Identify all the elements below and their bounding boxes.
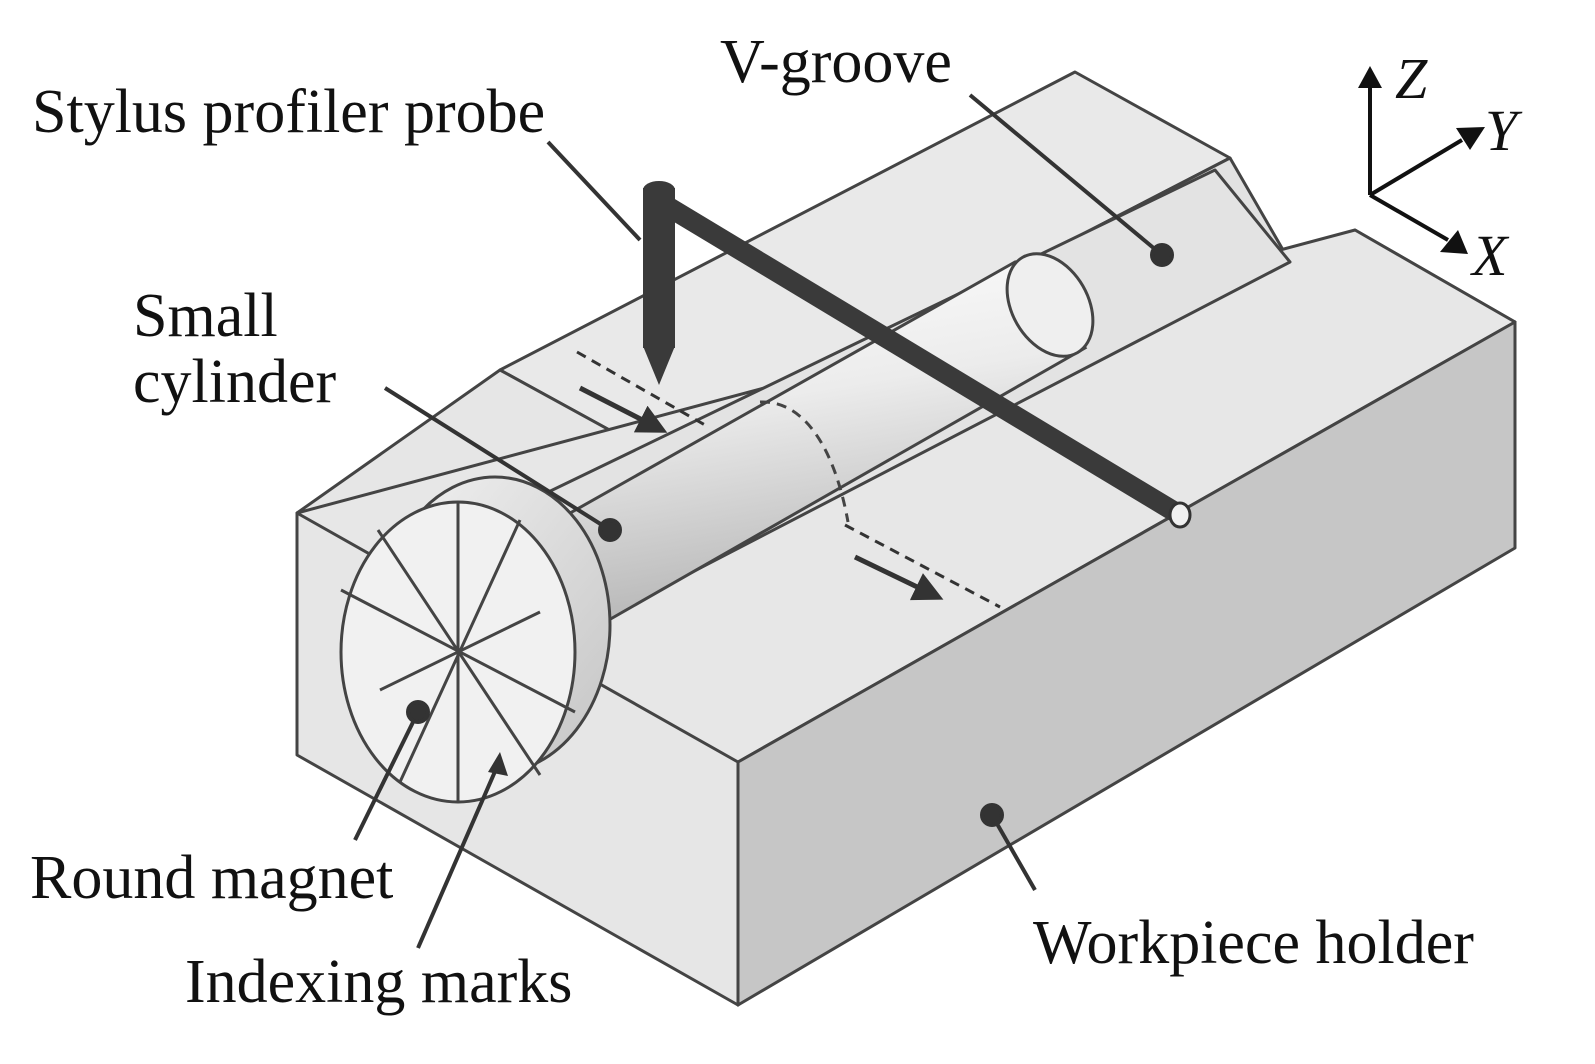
probe-shaft xyxy=(643,188,675,348)
scan-direction-arrow-1 xyxy=(578,385,668,433)
label-workpiece-holder: Workpiece holder xyxy=(1033,909,1474,977)
label-small-cylinder-line2: cylinder xyxy=(133,348,336,416)
scan-direction-arrow-2 xyxy=(853,554,944,601)
probe-arm xyxy=(651,191,1186,524)
round-magnet xyxy=(339,475,612,804)
probe-arm-tip xyxy=(1168,501,1192,529)
indexing-marks xyxy=(340,502,576,802)
label-stylus-profiler-probe: Stylus profiler probe xyxy=(32,78,545,146)
leader-lines xyxy=(353,93,1174,949)
axis-label-x: X xyxy=(1470,223,1510,288)
cylinder-far-end xyxy=(1005,252,1095,358)
scan-path xyxy=(576,350,1001,609)
coordinate-axes xyxy=(1358,66,1485,254)
label-indexing-marks: Indexing marks xyxy=(185,948,572,1016)
stylus-probe xyxy=(643,181,1192,529)
label-small-cylinder-line1: Small xyxy=(133,282,278,350)
holder-front-side-face xyxy=(736,320,1517,1007)
probe-stylus-tip xyxy=(643,346,675,385)
axis-label-z: Z xyxy=(1395,46,1428,111)
cylinder-dashed-band xyxy=(759,400,850,523)
label-round-magnet: Round magnet xyxy=(30,844,393,912)
axis-label-y: Y xyxy=(1485,98,1523,163)
label-v-groove: V-groove xyxy=(720,28,952,96)
